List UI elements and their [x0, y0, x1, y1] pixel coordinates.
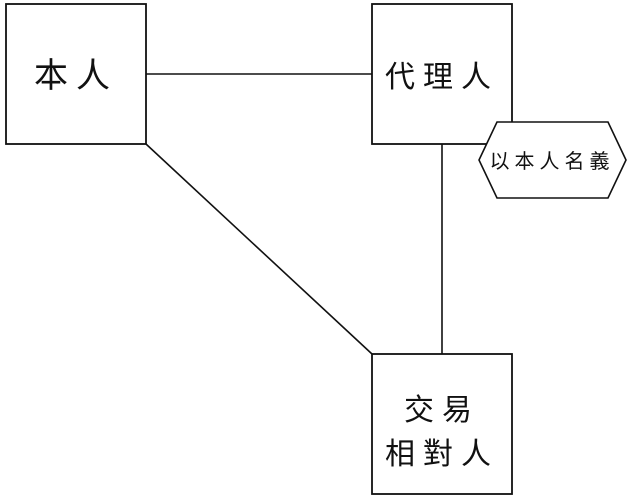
- node-agent-box: [371, 3, 513, 145]
- node-counterparty-label-line2: 相對人: [385, 437, 499, 472]
- node-principal-label: 本人: [34, 56, 118, 96]
- node-counterparty: 交易 相對人: [371, 353, 513, 495]
- edge-principal-counterparty: [145, 143, 373, 355]
- node-principal: 本人: [5, 3, 147, 145]
- tag-in-principal-name: 以本人名義: [478, 121, 627, 199]
- tag-hexagon: [478, 121, 627, 199]
- node-agent: 代理人: [371, 3, 513, 145]
- node-counterparty-label-line1: 交易: [404, 393, 480, 428]
- node-principal-box: [5, 3, 147, 145]
- node-counterparty-box: [371, 353, 513, 495]
- tag-label: 以本人名義: [490, 149, 615, 173]
- node-agent-label: 代理人: [385, 60, 499, 95]
